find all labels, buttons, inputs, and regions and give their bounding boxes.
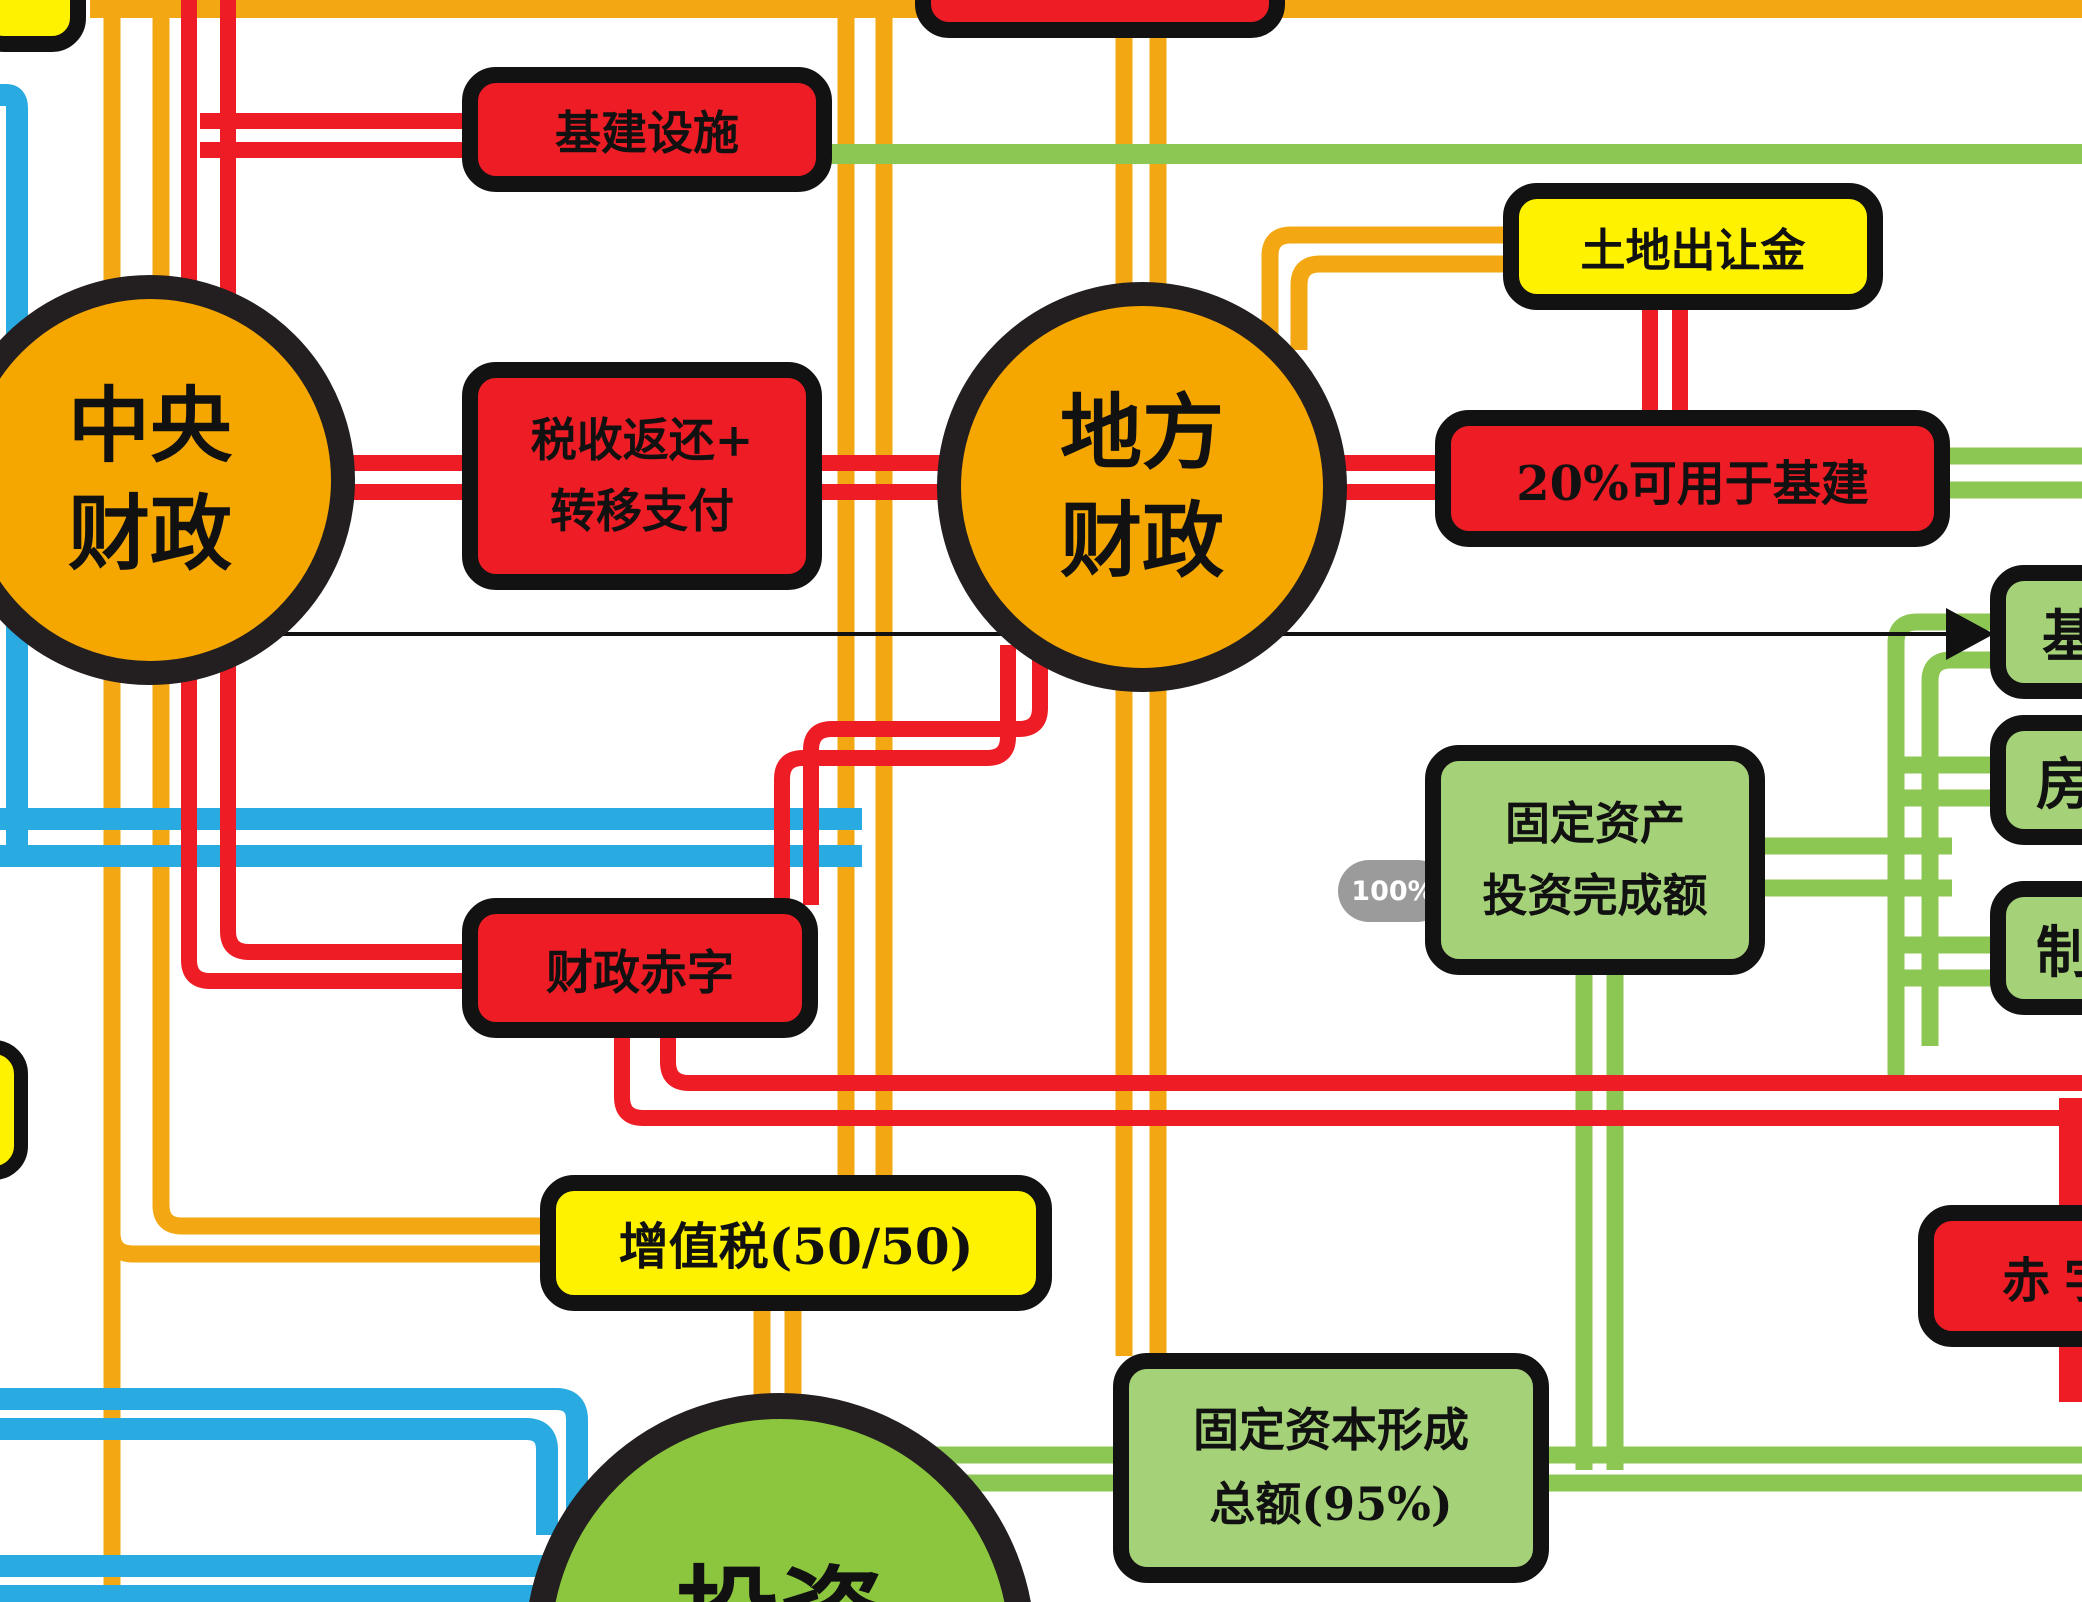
box-fiscal-deficit: 财政赤字: [462, 898, 818, 1038]
box-tax-rebate-transfer-line2: 转移支付: [550, 484, 734, 538]
box-fixed-asset-investment-line2: 投资完成额: [1482, 869, 1708, 922]
blue-flow-lines: [0, 84, 862, 1602]
box-fixed-asset-investment: 固定资产 投资完成额: [1425, 745, 1765, 975]
box-fixed-capital-formation-line2: 总额(95%): [1209, 1477, 1453, 1531]
node-central-finance-label-line2: 财政: [67, 486, 232, 582]
box-20pct-infrastructure-label: 20%可用于基建: [1516, 455, 1869, 512]
box-right-partial-top: 基: [1990, 565, 2082, 699]
node-local-finance-label-line1: 地方: [1059, 384, 1224, 481]
box-infrastructure-label: 基建设施: [555, 105, 739, 160]
badge-100-percent-label: 100%: [1351, 875, 1435, 907]
box-fixed-capital-formation: 固定资本形成 总额(95%): [1113, 1353, 1549, 1583]
box-right-partial-middle: 房: [1990, 715, 2082, 845]
box-right-partial-bottom-label: 制: [2036, 908, 2082, 989]
box-vat-5050-label: 增值税(50/50): [618, 1217, 974, 1276]
node-investment-label: 投资: [676, 1547, 884, 1602]
box-top-center-partial: [915, 0, 1285, 38]
node-local-finance: 地方 财政: [937, 282, 1347, 692]
red-flow-lines: [181, 0, 2082, 1402]
box-top-left-partial-label: 债: [26, 0, 70, 8]
box-deficit-partial: 赤字: [1918, 1205, 2082, 1347]
box-tax-rebate-transfer: 税收返还+ 转移支付: [462, 362, 822, 590]
box-fixed-capital-formation-line1: 固定资本形成: [1193, 1403, 1469, 1458]
box-top-left-partial: 债: [0, 0, 86, 52]
box-deficit-partial-label: 赤字: [2002, 1253, 2082, 1309]
box-left-edge-partial: [0, 1040, 28, 1180]
box-right-partial-middle-label: 房: [2036, 740, 2082, 821]
box-land-transfer-fee: 土地出让金: [1503, 183, 1883, 310]
box-right-partial-top-label: 基: [2042, 592, 2082, 673]
box-fixed-asset-investment-line1: 固定资产: [1504, 797, 1685, 850]
box-land-transfer-fee-label: 土地出让金: [1580, 224, 1806, 277]
box-infrastructure: 基建设施: [462, 67, 832, 192]
node-local-finance-label-line2: 财政: [1059, 493, 1224, 589]
box-vat-5050: 增值税(50/50): [540, 1175, 1052, 1311]
box-tax-rebate-transfer-line1: 税收返还+: [530, 412, 754, 467]
box-fiscal-deficit-label: 财政赤字: [546, 945, 734, 1001]
box-20pct-infrastructure: 20%可用于基建: [1435, 410, 1950, 547]
box-right-partial-bottom: 制: [1990, 881, 2082, 1015]
node-central-finance-label-line1: 中央: [67, 377, 232, 474]
